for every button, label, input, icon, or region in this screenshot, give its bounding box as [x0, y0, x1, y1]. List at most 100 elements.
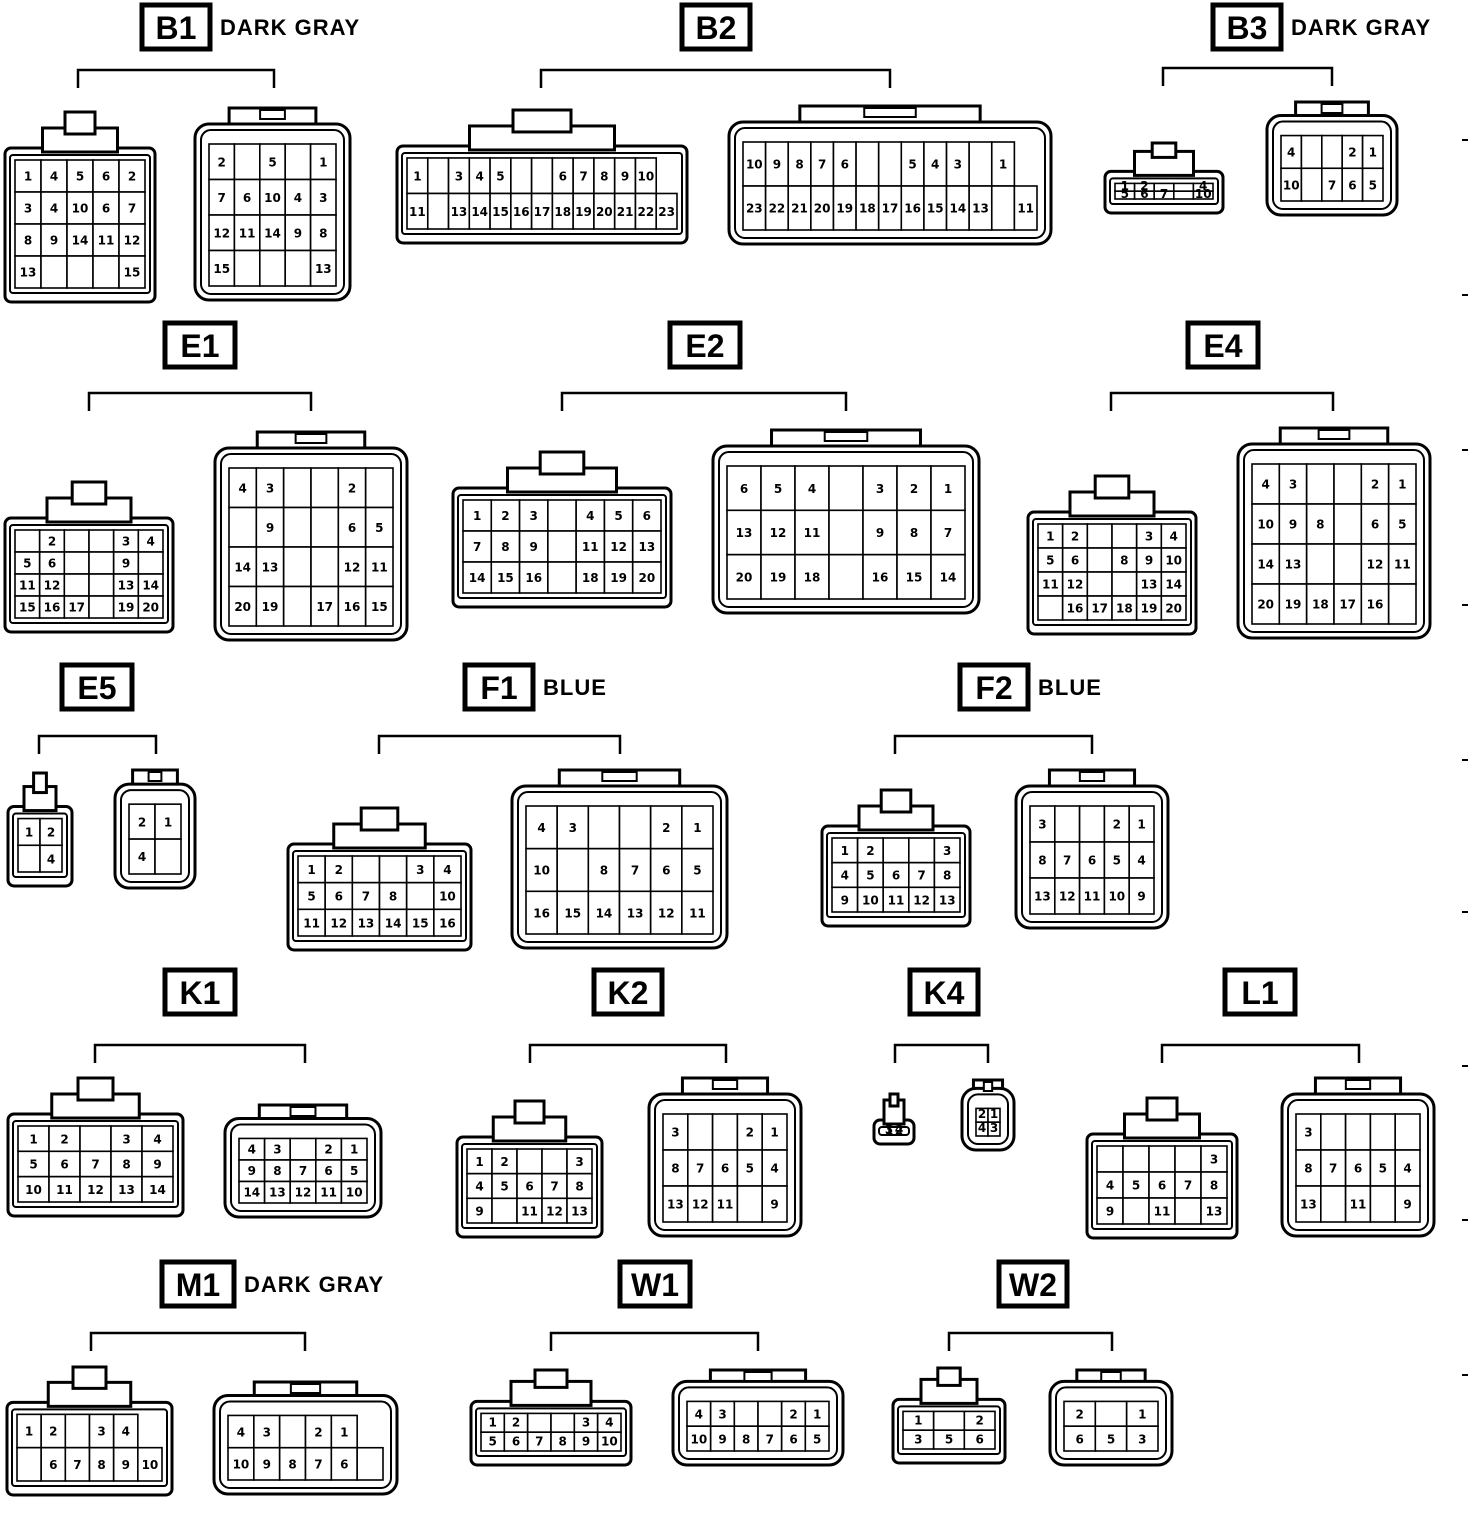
- pin-number: 4: [50, 202, 58, 216]
- pin-number: 10: [601, 1434, 618, 1448]
- pin-number: 2: [789, 1407, 797, 1421]
- pin-number: 7: [73, 1458, 81, 1472]
- pin-cell: [930, 465, 966, 512]
- pin-number: 9: [841, 893, 849, 907]
- pin-cell: [1029, 877, 1056, 915]
- pin-cell: [631, 499, 662, 532]
- pin-number: 5: [1113, 854, 1121, 868]
- pin-number: 19: [770, 571, 787, 585]
- pin-number: 6: [1088, 854, 1096, 868]
- pin-number: 3: [569, 821, 577, 835]
- pin-number: 17: [1339, 598, 1356, 612]
- pin-number: 5: [1046, 554, 1054, 568]
- pin-number: 14: [142, 578, 159, 592]
- pin-cell: [631, 530, 662, 563]
- pin-cell: [466, 1172, 493, 1200]
- pin-number: 8: [1038, 854, 1046, 868]
- pin-number: 16: [439, 916, 456, 930]
- pin-cell: [1061, 595, 1089, 621]
- pin-cell: [662, 1113, 689, 1151]
- pin-cell: [1333, 463, 1363, 505]
- pin-number: 8: [501, 540, 509, 554]
- pin-number: 12: [692, 1198, 709, 1212]
- pin-cell: [518, 561, 549, 594]
- pin-cell: [760, 553, 796, 600]
- pin-number: 7: [631, 864, 639, 878]
- pin-cell: [66, 255, 94, 289]
- pin-number: 3: [876, 482, 884, 496]
- pin-cell: [711, 1149, 739, 1187]
- pin-number: 13: [939, 893, 956, 907]
- pin-number: 15: [19, 600, 36, 614]
- pin-number: 5: [774, 482, 782, 496]
- pin-cell: [1174, 1145, 1202, 1173]
- pin-number: 1: [24, 170, 32, 184]
- pin-number: 4: [248, 1142, 256, 1156]
- pin-number: 11: [56, 1183, 73, 1197]
- pin-number: 10: [142, 1458, 159, 1472]
- pin-number: 5: [350, 1164, 358, 1178]
- pin-number: 4: [122, 1425, 130, 1439]
- pin-cell: [987, 1121, 1001, 1137]
- pin-number: 3: [575, 1155, 583, 1169]
- pin-number: 1: [1121, 179, 1129, 193]
- pin-number: 12: [610, 540, 627, 554]
- pin-cell: [110, 1150, 143, 1178]
- connector-color: DARK GRAY: [220, 15, 360, 40]
- pin-number: 1: [813, 1407, 821, 1421]
- pin-number: 13: [358, 916, 375, 930]
- connector-code: B3: [1227, 10, 1268, 46]
- pin-number: 22: [769, 202, 786, 216]
- pin-number: 6: [559, 169, 567, 183]
- pin-number: 12: [1067, 578, 1084, 592]
- pin-number: 5: [1398, 518, 1406, 532]
- pin-number: 1: [693, 821, 701, 835]
- pin-number: 2: [128, 170, 136, 184]
- pin-cell: [882, 837, 910, 864]
- pin-cell: [278, 1414, 307, 1449]
- pin-cell: [907, 837, 936, 864]
- pin-cell: [1387, 463, 1417, 505]
- pin-number: 6: [324, 1164, 332, 1178]
- pin-number: 13: [627, 906, 644, 920]
- pin-cell: [649, 890, 683, 935]
- pin-number: 12: [87, 1183, 104, 1197]
- pin-number: 5: [866, 869, 874, 883]
- pin-number: 2: [895, 1123, 903, 1137]
- pin-number: 17: [316, 600, 333, 614]
- bracket: [1109, 391, 1335, 411]
- pin-number: 17: [534, 205, 551, 219]
- pin-cell: [963, 1429, 996, 1450]
- pin-number: 2: [910, 482, 918, 496]
- connector-code-box: [1210, 2, 1284, 52]
- pin-number: 12: [1367, 558, 1384, 572]
- connector-code-box: [1185, 320, 1261, 370]
- pin-cell: [17, 1150, 50, 1178]
- pin-cell: [1160, 595, 1187, 621]
- pin-number: 4: [138, 850, 146, 864]
- pin-cell: [649, 805, 683, 850]
- pin-cell: [433, 908, 462, 937]
- pin-number: 14: [72, 234, 89, 248]
- pin-cell: [16, 1446, 42, 1482]
- pin-cell: [587, 847, 621, 893]
- pin-cell: [364, 506, 394, 548]
- pin-number: 3: [1304, 1126, 1312, 1140]
- bracket: [1160, 1043, 1361, 1063]
- pin-number: 8: [288, 1458, 296, 1472]
- pin-cell: [1094, 1400, 1128, 1428]
- pin-cell: [516, 1172, 543, 1200]
- pin-number: 13: [1285, 558, 1302, 572]
- pin-number: 5: [908, 158, 916, 172]
- pin-cell: [1305, 543, 1335, 585]
- pin-cell: [933, 886, 961, 913]
- pin-cell: [510, 157, 533, 195]
- pin-cell: [990, 185, 1016, 231]
- pin-number: 19: [610, 571, 627, 585]
